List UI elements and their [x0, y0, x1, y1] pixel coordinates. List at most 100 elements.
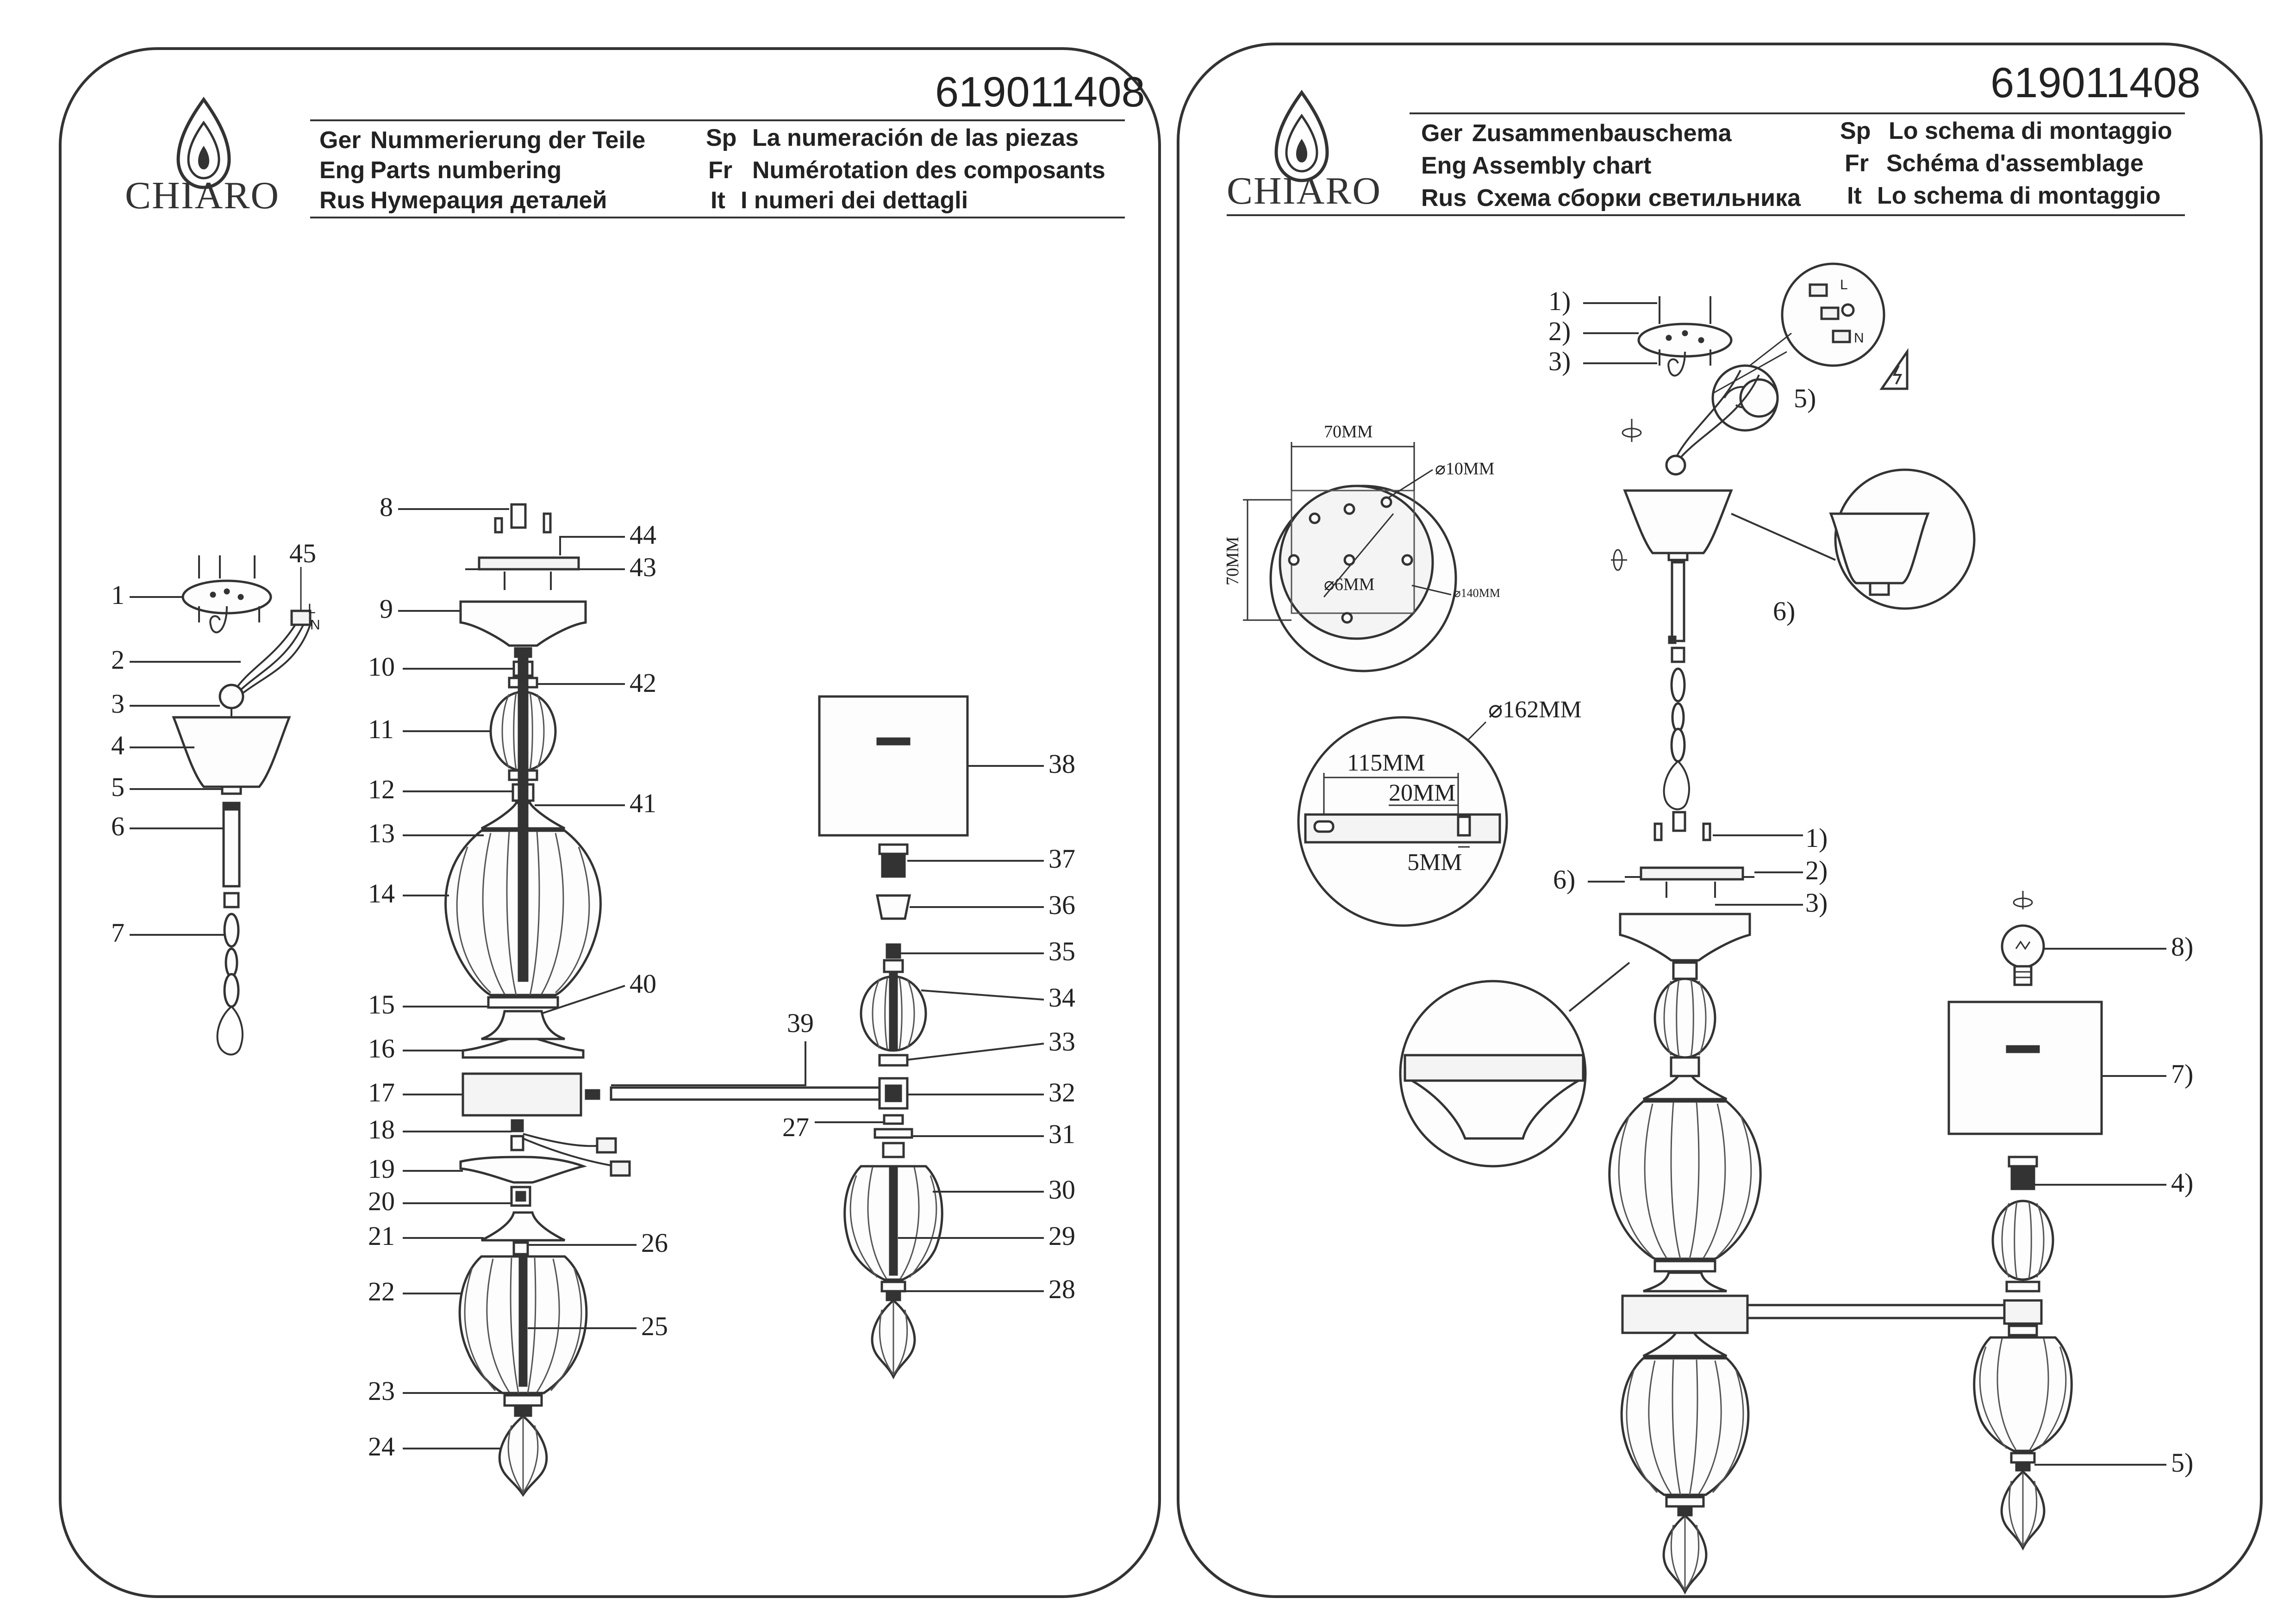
ceiling-mount-step-labels: 1) 2) 3) 5) 6) — [1548, 286, 1816, 626]
header-text: Нумерация деталей — [370, 187, 607, 214]
light-bulb-icon — [2001, 924, 2045, 986]
header-lang: It — [711, 187, 725, 214]
step-label: 5) — [2171, 1448, 2193, 1478]
part-label: 8 — [380, 492, 393, 522]
step-label: 2) — [1805, 855, 1828, 885]
brand-name: CHIARO — [1227, 169, 1381, 212]
side-lamp-part-labels: 38 37 36 35 34 33 39 32 27 31 30 29 28 — [611, 749, 1075, 1304]
part-label: 21 — [368, 1221, 395, 1251]
part-label: 10 — [368, 652, 395, 682]
header-lang: Sp — [1840, 118, 1871, 144]
part-label: 20 — [368, 1186, 395, 1216]
canopy-part-labels: 1 45 2 3 4 5 6 7 — [111, 538, 316, 948]
part-label: 2 — [111, 645, 125, 675]
step-label: 2) — [1548, 316, 1571, 346]
dimension-label: ⌀10MM — [1435, 459, 1494, 479]
part-label: 16 — [368, 1033, 395, 1063]
part-label: 26 — [641, 1228, 668, 1258]
part-label: 25 — [641, 1311, 668, 1341]
dimension-label: 115MM — [1347, 750, 1425, 776]
header-text: Numérotation des composants — [752, 157, 1105, 184]
header-text: I numeri dei dettagli — [741, 187, 968, 214]
dimension-label: ⌀6MM — [1324, 575, 1374, 594]
dimension-label: 70MM — [1223, 536, 1242, 585]
part-label: 32 — [1048, 1077, 1075, 1107]
part-label: 42 — [630, 668, 656, 698]
brand-logo-icon — [176, 97, 231, 189]
part-label: 30 — [1048, 1175, 1075, 1205]
part-label: 24 — [368, 1431, 395, 1461]
part-label: 5 — [111, 772, 125, 802]
part-label: 38 — [1048, 749, 1075, 779]
step-label: 3) — [1805, 888, 1828, 918]
canopy-assembly-diagram: L N — [172, 555, 320, 1056]
part-label: 22 — [368, 1276, 395, 1306]
header-text: Parts numbering — [370, 157, 562, 184]
part-label: 17 — [368, 1077, 395, 1107]
wiring-label: L — [1840, 277, 1848, 292]
wiring-label: N — [1854, 330, 1864, 346]
part-label: 33 — [1048, 1026, 1075, 1057]
header-text: Assembly chart — [1472, 152, 1651, 179]
electric-hazard-icon — [1879, 348, 1909, 390]
assembled-side-lamp — [1947, 891, 2103, 1551]
brand-name: CHIARO — [125, 174, 280, 217]
canopy-bar-dimensions: 115MM 20MM 5MM ⌀162MM — [1297, 696, 1582, 927]
product-code: 619011408 — [1990, 59, 2201, 106]
header-lang: Rus — [319, 187, 365, 214]
header-lang: Sp — [706, 124, 736, 151]
product-code: 619011408 — [935, 68, 1145, 116]
part-label: 36 — [1048, 890, 1075, 920]
part-label: 43 — [630, 552, 656, 582]
header-text: Zusammenbauschema — [1472, 120, 1732, 147]
header-lang: Fr — [708, 157, 732, 184]
main-column-diagram — [444, 503, 631, 1497]
part-label: 31 — [1048, 1119, 1075, 1149]
part-label: 13 — [368, 818, 395, 848]
part-label: 27 — [782, 1112, 809, 1142]
header-lang: Eng — [319, 157, 365, 184]
step-label: 8) — [2171, 932, 2193, 962]
dimension-label: ⌀162MM — [1488, 696, 1582, 723]
part-label: 7 — [111, 918, 125, 948]
header-lang: Ger — [1421, 120, 1463, 147]
part-label: 1 — [111, 580, 125, 610]
step-label: 6) — [1773, 596, 1795, 626]
part-label: 28 — [1048, 1274, 1075, 1304]
header-text: Nummerierung der Teile — [370, 127, 645, 154]
mounting-plate-dimensions: 70MM 70MM ⌀10MM ⌀6MM ⌀140MM — [1223, 422, 1500, 672]
part-label: 19 — [368, 1154, 395, 1184]
header-text: Schéma d'assemblage — [1886, 150, 2144, 177]
part-label: 34 — [1048, 983, 1075, 1013]
right-page-frame — [1177, 43, 2263, 1598]
step-label: 4) — [2171, 1168, 2193, 1198]
ceiling-mount-assembly: L N — [1611, 262, 1976, 810]
header-lang: Ger — [319, 127, 361, 154]
assembled-fixture-diagram — [1399, 811, 2008, 1595]
part-label: 6 — [111, 811, 125, 841]
main-column-part-labels: 8 44 43 9 10 42 11 12 41 13 14 40 15 16 … — [368, 492, 668, 1461]
step-label: 1) — [1548, 286, 1571, 316]
part-label: 23 — [368, 1376, 395, 1406]
part-label: 29 — [1048, 1221, 1075, 1251]
svg-text:N: N — [310, 617, 320, 633]
step-label: 1) — [1805, 823, 1828, 853]
part-label: 40 — [630, 969, 656, 999]
dimension-label: 5MM — [1407, 849, 1462, 876]
part-label: 4 — [111, 730, 125, 760]
step-label: 3) — [1548, 346, 1571, 376]
dimension-label: 70MM — [1324, 422, 1373, 442]
step-label: 6) — [1553, 864, 1575, 895]
header-lang: Rus — [1421, 185, 1466, 211]
part-label: 18 — [368, 1114, 395, 1144]
part-label: 41 — [630, 788, 656, 818]
assembly-step-labels: 1) 2) 3) 6) 8) 7) 4) 5) — [1553, 823, 2193, 1478]
right-header: CHIARO 619011408 Ger Zusammenbauschema E… — [1227, 59, 2201, 216]
part-label: 35 — [1048, 936, 1075, 966]
left-header: CHIARO 619011408 Ger Nummerierung der Te… — [125, 68, 1145, 218]
dimension-label: 20MM — [1389, 780, 1455, 806]
header-lang: Eng — [1421, 152, 1466, 179]
part-label: 9 — [380, 594, 393, 624]
part-label: 3 — [111, 689, 125, 719]
